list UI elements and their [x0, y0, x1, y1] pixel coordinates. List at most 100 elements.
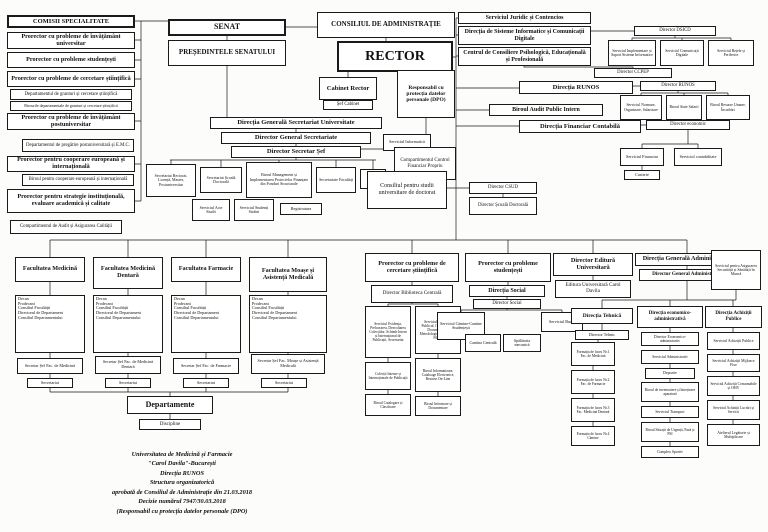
- prorector-studentesti-2: Prorector cu probleme studențești: [465, 253, 551, 282]
- atelierul-legatorie: Atelierul Legătorie și Multiplicare: [707, 424, 760, 446]
- serviciul-retele-periferice: Serviciul Rețele și Periferice: [708, 40, 754, 66]
- biroul-resurse-umane: Biroul Resurse Umane, Încadrări: [706, 95, 750, 120]
- director-editura: Director Editură Universitară: [553, 253, 633, 276]
- director-scoala-doctorala: Director Școală Doctorală: [469, 197, 537, 215]
- secretariat-dentara: Secretariat: [105, 378, 151, 388]
- departamente: Departamente: [127, 396, 213, 414]
- structura-fac-farmacie: Decan Prodecani Consiliul Facultății Dir…: [171, 295, 241, 353]
- director-csud: Director CSUD: [469, 182, 537, 194]
- centrul-consiliere: Centrul de Consiliere Psihologică, Educa…: [458, 47, 591, 66]
- directia-economico-administrativa: Direcția economico-administrativă: [637, 306, 703, 328]
- serviciul-normare: Serviciul Normare, Organizare, Salarizar…: [620, 95, 662, 120]
- facultatea-medicina: Facultatea Medicină: [15, 257, 85, 282]
- serviciul-comunicatii-digitale: Serviciul Comunicații Digitale: [660, 40, 704, 66]
- biroul-catalogare: Biroul Catalogare și Clasificare: [365, 394, 411, 416]
- director-social: Director Social: [473, 299, 541, 309]
- serviciul-administrativ: Serviciul Administrativ: [641, 350, 699, 364]
- secretar-sef-moase: Secretar Șef Fac. Moașe și Asistență Med…: [251, 354, 325, 374]
- formatia-1: Formația de lucru Nr.1 Fac. de Medicină: [571, 342, 615, 366]
- serviciul-contabilitate: Serviciul contabilitate: [674, 148, 722, 166]
- structura-fac-moase: Decan Prodecani Consiliul Facultății Dir…: [249, 295, 327, 353]
- secretariat-farmacie: Secretariat: [183, 378, 229, 388]
- birouri-departamentale-granturi: Birourile departamentale de granturi și …: [10, 101, 132, 111]
- footer-note: Universitatea de Medicină și Farmacie"Ca…: [48, 450, 316, 516]
- serviciul-ssm: Serviciul pentru Asigurarea Securității …: [711, 250, 761, 290]
- discipline: Discipline: [139, 419, 201, 430]
- prorector-cercetare-stiintifica: Prorector cu probleme de cercetare știin…: [7, 71, 135, 87]
- director-tehnic: Director Tehnic: [575, 330, 629, 340]
- footer-line: "Carol Davila"-București: [148, 460, 216, 468]
- directia-financiar-contabila: Direcția Financiar Contabilă: [519, 120, 641, 133]
- directia-tehnica: Direcția Tehnică: [571, 308, 633, 324]
- presedintele-senatului: PREȘEDINTELE SENATULUI: [168, 40, 286, 66]
- serviciul-evidenta: Serviciul Evidența, Prelucrarea, Dezvolt…: [365, 306, 411, 358]
- secretariat-scoala-doctorala: Secretariat Școală Doctorală: [200, 167, 242, 193]
- directia-achizitii-publice: Direcția Achiziții Publice: [705, 306, 762, 328]
- formatia-4: Formația de lucru Nr.4 Cămine: [571, 426, 615, 446]
- secretar-sef-farmacie: Secretar Șef Fac. de Farmacie: [173, 358, 239, 374]
- serviciul-informatica: Serviciul Informatică: [383, 134, 431, 151]
- footer-line: Direcția RUNOS: [160, 469, 204, 477]
- serviciul-achizitii-lucrari: Serviciul Achiziții Lucrări și Servicii: [707, 400, 760, 420]
- secretar-sef-dentara: Secretar Șef Fac. de Medicină Dentară: [95, 356, 161, 374]
- serviciul-transport: Serviciul Transport: [641, 406, 699, 418]
- director-secretar-sef: Director Secretar Șef: [231, 146, 361, 158]
- editura-carol-davila: Editura Universitară Carol Davila: [555, 280, 631, 298]
- biroul-state-salarii: Biroul State Salarii: [666, 95, 702, 120]
- serviciul-achizitii-publice: Serviciul Achiziții Publice: [707, 332, 760, 350]
- formatia-2: Formația de lucru Nr.2 Fac. de Farmacie: [571, 370, 615, 394]
- prorector-cercetare-2: Prorector cu probleme de cercetare știin…: [365, 253, 459, 282]
- depozite: Depozite: [645, 368, 695, 379]
- complex-sportiv: Complex Sportiv: [641, 446, 699, 458]
- formatia-3: Formația de lucru Nr.3 Fac. Medicină Den…: [571, 398, 615, 422]
- prorector-probleme-studentesti: Prorector cu probleme studențești: [7, 52, 135, 68]
- rector: RECTOR: [337, 41, 453, 72]
- prorector-invatamant-universitar: Prorector cu probleme de învățământ univ…: [7, 32, 135, 49]
- director-biblioteca: Director Biblioteca Centrală: [371, 285, 453, 303]
- director-runos: Director RUNOS: [640, 81, 716, 91]
- serviciul-financiar: Serviciul Financiar: [620, 148, 664, 166]
- director-economic: Director economic: [646, 120, 730, 130]
- registratura: Registratura: [280, 203, 322, 215]
- secretariat-moase: Secretariat: [261, 378, 307, 388]
- departamentul-pregatire-postuniversitara: Departamentul de pregătire postuniversit…: [22, 139, 134, 152]
- directia-runos: Direcția RUNOS: [519, 81, 633, 94]
- facultatea-farmacie: Facultatea Farmacie: [171, 257, 241, 282]
- director-dsicd: Director DSICD: [634, 26, 716, 36]
- consiliul-studii-doctorat: Consiliul pentru studii universitare de …: [367, 171, 447, 209]
- cabinet-rector: Cabinet Rector: [319, 77, 377, 100]
- prorector-invatamant-postuniversitar: Prorector cu probleme de învățământ post…: [7, 113, 135, 130]
- secretar-sef-medicina: Secretar Șef Fac. de Medicină: [17, 358, 83, 374]
- footer-line: (Responsabil cu protecția datelor person…: [116, 507, 248, 515]
- biroul-audit-public: Biroul Audit Public Intern: [489, 104, 603, 116]
- structura-fac-medicina: Decan Prodecani Consiliul Facultății Dir…: [15, 295, 85, 353]
- serviciul-implementare-suport: Serviciul Implementare și Suport Sisteme…: [608, 40, 656, 66]
- sef-cabinet: Șef Cabinet: [323, 100, 373, 110]
- biroul-cooperare: Biroul pentru cooperare europeană și int…: [22, 174, 134, 186]
- biroul-inventariere: Biroul de inventariere și întreținere ap…: [641, 382, 699, 402]
- dpo: Responsabil cu protecția datelor persona…: [397, 70, 455, 118]
- prorector-strategie: Prorector pentru strategie instituțional…: [7, 189, 135, 213]
- cantina-centrala: Cantina Centrală: [465, 334, 501, 352]
- compartimentul-audit-calitate: Compartimentul de Audit și Asigurarea Ca…: [10, 220, 122, 234]
- serviciul-achizitii-mijloace-fixe: Serviciul Achiziții Mijloace Fixe: [707, 354, 760, 372]
- departamentul-granturi: Departamentul de granturi și cercetare ș…: [10, 89, 132, 100]
- structura-fac-dentara: Decan Prodecani Consiliul Facultății Dir…: [93, 295, 163, 353]
- director-general-secretariate: Director General Secretariate: [221, 132, 371, 144]
- serviciul-juridic: Serviciul Juridic și Contencios: [458, 12, 591, 24]
- footer-line: Decizie numărul 7947/30.03.2018: [138, 498, 226, 506]
- serviciul-camine: Serviciul Cămine-Cantine Studențești: [437, 312, 485, 340]
- consiliul-de-administratie: CONSILIUL DE ADMINISTRAȚIE: [317, 12, 455, 38]
- secretariat-rectorat: Secretariat Rectorat, Licență, Master, P…: [146, 164, 196, 197]
- senat: SENAT: [168, 19, 286, 36]
- directia-sisteme-informatice: Direcția de Sisteme Informatice și Comun…: [458, 26, 591, 45]
- secretariat-medicina: Secretariat: [27, 378, 73, 388]
- secretariate-facultati: Secretariate Facultăți: [316, 167, 356, 193]
- casierie: Casierie: [624, 170, 660, 180]
- footer-line: Structura organizatorică: [149, 479, 215, 487]
- colectii-publicatii: Colecții Interne și Internaționale de Pu…: [365, 362, 411, 390]
- prorector-cooperare: Prorector pentru cooperare europeană și …: [7, 156, 135, 172]
- director-ccpep: Director CCPEP: [594, 68, 672, 78]
- spalatoria-mecanica: Spălătoria mecanică: [503, 334, 541, 352]
